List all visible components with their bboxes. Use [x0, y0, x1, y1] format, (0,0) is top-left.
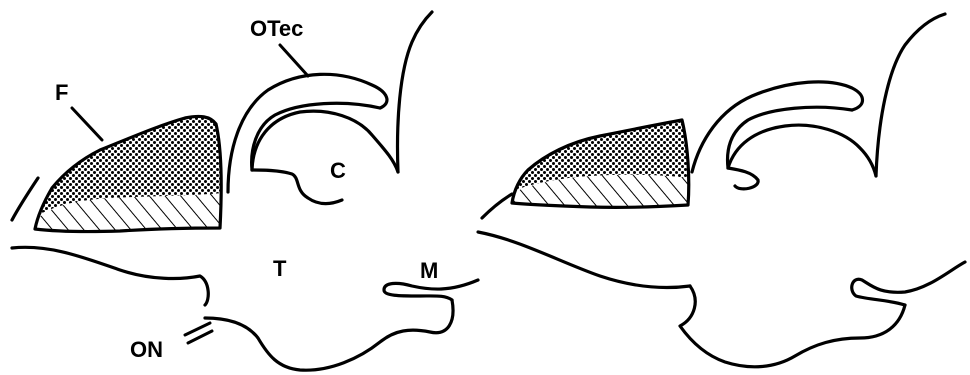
tectum-leader-line: [280, 45, 308, 76]
label-cerebellum: C: [330, 158, 346, 183]
left-tectum-inner: [252, 103, 380, 170]
left-optic-nerve: [185, 323, 212, 343]
left-dorsal-wall: [398, 12, 432, 172]
left-mesencephalon-lobe: [384, 280, 478, 300]
right-forebrain: [512, 120, 689, 207]
right-tectum-inner: [728, 107, 852, 168]
right-cerebellum-lower: [728, 168, 758, 189]
right-dorsal-wall: [876, 14, 945, 176]
left-forebrain: [35, 116, 222, 231]
left-cerebellum-outline: [252, 111, 398, 172]
right-section-top-outline: [482, 194, 512, 218]
right-section: [478, 14, 965, 367]
right-tectum-cerebellum: [692, 14, 945, 189]
label-forebrain: F: [55, 80, 68, 105]
label-thalamus: T: [273, 256, 287, 281]
right-ventral-region: [478, 194, 965, 367]
left-ventral-lower: [205, 300, 453, 370]
label-optic-nerve: ON: [130, 337, 163, 362]
left-section: F OTec C T M ON: [12, 12, 478, 370]
label-optic-tectum: OTec: [250, 16, 303, 41]
right-ventral-outline: [478, 232, 690, 288]
forebrain-leader-line: [72, 108, 102, 140]
left-tectum-outer: [228, 74, 387, 192]
left-section-top-outline: [12, 178, 38, 220]
right-mesencephalon-lobe: [852, 262, 965, 305]
left-cerebellum-lower: [252, 170, 342, 204]
right-cerebellum-outline: [728, 125, 876, 176]
label-mesencephalon: M: [420, 258, 438, 283]
left-ventral-outline: [12, 247, 208, 305]
